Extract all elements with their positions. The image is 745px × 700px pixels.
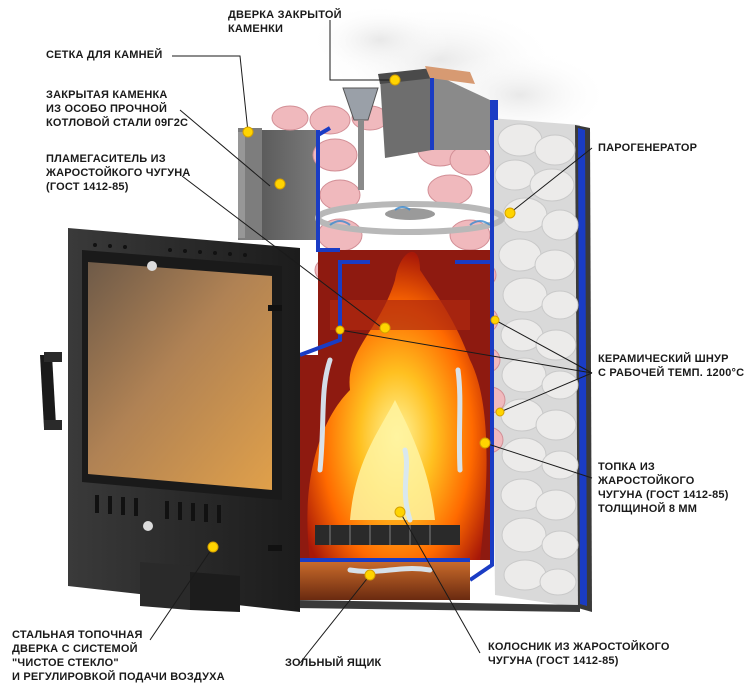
label-ash-box: ЗОЛЬНЫЙ ЯЩИК: [285, 656, 381, 670]
label-line: (ГОСТ 1412-85): [46, 181, 129, 193]
label-line: И РЕГУЛИРОВКОЙ ПОДАЧИ ВОЗДУХА: [12, 671, 225, 683]
label-line: СТАЛЬНАЯ ТОПОЧНАЯ: [12, 629, 143, 641]
label-firebox: ТОПКА ИЗ ЖАРОСТОЙКОГО ЧУГУНА (ГОСТ 1412-…: [598, 460, 729, 516]
label-closed-heater: ЗАКРЫТАЯ КАМЕНКА ИЗ ОСОБО ПРОЧНОЙ КОТЛОВ…: [46, 88, 188, 130]
label-door-top: ДВЕРКА ЗАКРЫТОЙ КАМЕНКИ: [228, 8, 342, 36]
label-line: ЧУГУНА (ГОСТ 1412-85): [488, 655, 619, 667]
label-line: ЧУГУНА (ГОСТ 1412-85): [598, 489, 729, 501]
label-line: ПЛАМЕГАСИТЕЛЬ ИЗ: [46, 153, 166, 165]
label-line: КАМЕНКИ: [228, 23, 284, 35]
label-line: ДВЕРКА С СИСТЕМОЙ: [12, 643, 138, 655]
label-line: ЗАКРЫТАЯ КАМЕНКА: [46, 89, 168, 101]
label-steam-generator: ПАРОГЕНЕРАТОР: [598, 141, 697, 155]
markers: [207, 74, 516, 581]
label-grate: КОЛОСНИК ИЗ ЖАРОСТОЙКОГО ЧУГУНА (ГОСТ 14…: [488, 640, 670, 668]
leader-lines: [149, 20, 593, 664]
label-fire-door: СТАЛЬНАЯ ТОПОЧНАЯ ДВЕРКА С СИСТЕМОЙ "ЧИС…: [12, 628, 225, 684]
label-ceramic-cord: КЕРАМИЧЕСКИЙ ШНУР С РАБОЧЕЙ ТЕМП. 1200°С: [598, 352, 744, 380]
label-line: КОЛОСНИК ИЗ ЖАРОСТОЙКОГО: [488, 641, 670, 653]
label-line: ПАРОГЕНЕРАТОР: [598, 142, 698, 154]
ash-box-shape: [295, 562, 470, 600]
label-flame-damper: ПЛАМЕГАСИТЕЛЬ ИЗ ЖАРОСТОЙКОГО ЧУГУНА (ГО…: [46, 152, 191, 194]
steam-cloud: [310, 5, 610, 140]
label-line: ЗОЛЬНЫЙ ЯЩИК: [285, 657, 382, 669]
label-line: КЕРАМИЧЕСКИЙ ШНУР: [598, 353, 729, 365]
label-line: КОТЛОВОЙ СТАЛИ 09Г2С: [46, 117, 189, 129]
label-line: "ЧИСТОЕ СТЕКЛО": [12, 657, 119, 669]
label-line: СЕТКА ДЛЯ КАМНЕЙ: [46, 49, 163, 61]
fire-door-shape: [40, 228, 300, 612]
label-line: ТОЛЩИНОЙ 8 ММ: [598, 503, 698, 515]
label-line: ТОПКА ИЗ: [598, 461, 656, 473]
label-line: ДВЕРКА ЗАКРЫТОЙ: [228, 9, 342, 21]
label-line: ЖАРОСТОЙКОГО: [598, 475, 695, 487]
label-stone-net: СЕТКА ДЛЯ КАМНЕЙ: [46, 48, 162, 62]
label-line: С РАБОЧЕЙ ТЕМП. 1200°С: [598, 367, 745, 379]
label-line: ЖАРОСТОЙКОГО ЧУГУНА: [46, 167, 191, 179]
label-line: ИЗ ОСОБО ПРОЧНОЙ: [46, 103, 168, 115]
white-stones: [494, 123, 579, 596]
